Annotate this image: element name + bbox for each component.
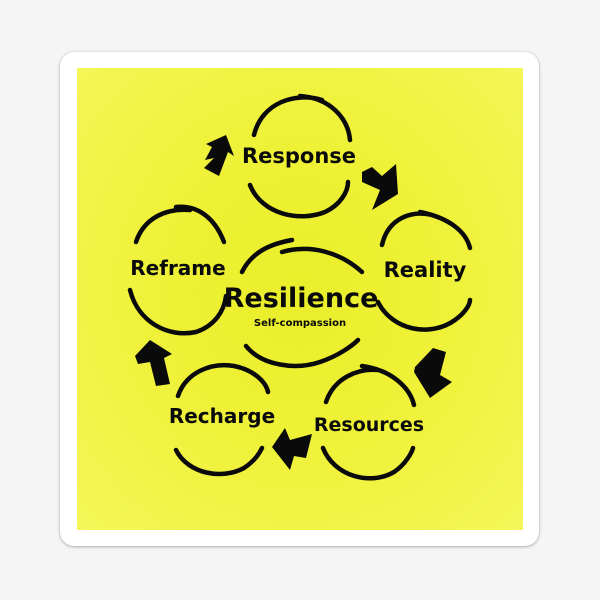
node-response: Response [242,93,356,219]
center-title: Resilience [224,283,379,314]
node-recharge-label: Recharge [169,404,275,428]
arrow-recharge-to-reframe-icon [135,340,172,386]
node-response-label: Response [242,144,356,168]
node-reality: Reality [375,209,473,332]
node-recharge-circle-bottom [173,445,265,477]
arrow-response-to-reality-icon [362,164,398,210]
center-circle-bottom [243,337,361,369]
arrow-reframe-to-response-icon [204,135,234,176]
center-subtitle: Self-compassion [254,318,346,329]
node-resources-circle-top [323,363,417,408]
node-recharge-circle-top [175,362,271,399]
node-resources: Resources [314,363,424,481]
node-resources-label: Resources [314,414,424,436]
node-reframe-circle-top [133,204,227,245]
node-resources-circle-bottom [320,445,416,481]
node-response-circle-bottom [247,179,351,219]
node-reframe-circle-bottom [127,287,229,336]
node-response-circle-top [251,93,353,143]
node-reality-label: Reality [384,258,467,282]
node-reality-circle-top [379,209,473,251]
node-resilience-center: Resilience Self-compassion [224,237,379,369]
center-circle-top [239,237,365,275]
node-recharge: Recharge [169,362,275,477]
node-reframe-label: Reframe [130,256,225,280]
node-reality-circle-bottom [375,297,473,332]
arrow-resources-to-recharge-icon [272,428,312,470]
node-reframe: Reframe [127,204,229,336]
arrow-reality-to-resources-icon [414,348,452,398]
